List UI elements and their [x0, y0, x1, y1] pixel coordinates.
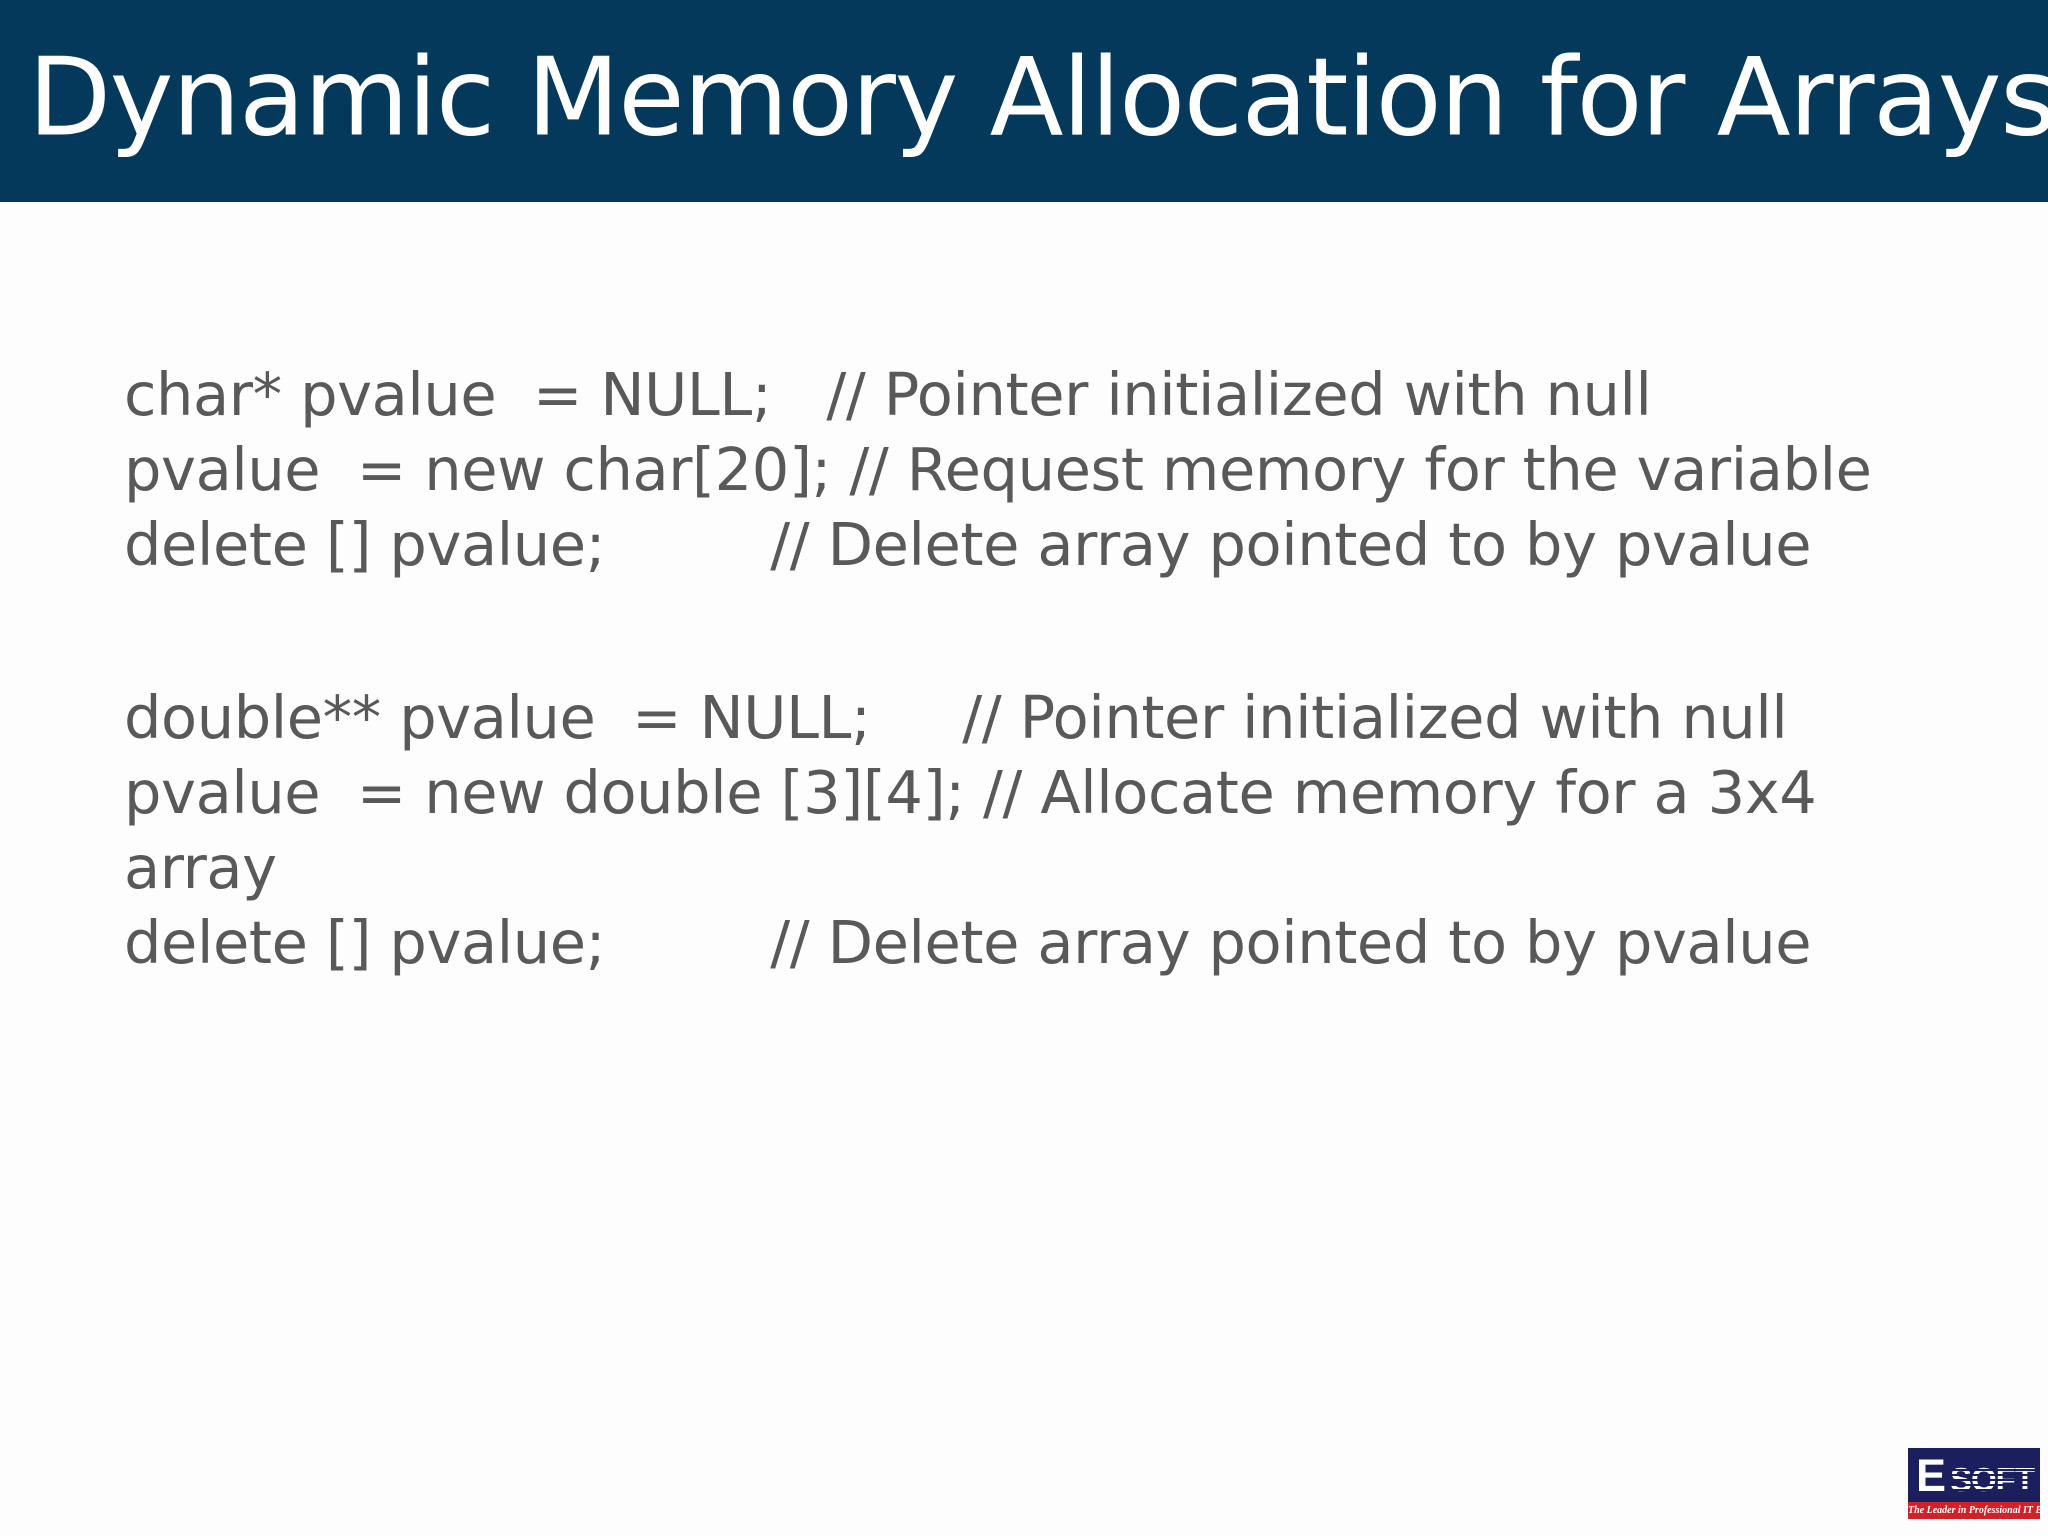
code-block-separator	[124, 583, 1984, 681]
logo-letter-e: E	[1916, 1450, 1946, 1501]
esoft-logo: E SOFT The Leader in Professional IT Edu…	[1908, 1448, 2040, 1520]
code-line-char-delete: delete [] pvalue; // Delete array pointe…	[124, 509, 1812, 579]
logo-tagline: The Leader in Professional IT Education	[1908, 1502, 2040, 1519]
code-line-double-new: pvalue = new double [3][4]; // Allocate …	[124, 757, 1835, 902]
code-block-double-array: double** pvalue = NULL; // Pointer initi…	[124, 681, 1984, 981]
code-block-char-array: char* pvalue = NULL; // Pointer initiali…	[124, 358, 1984, 583]
code-line-char-new: pvalue = new char[20]; // Request memory…	[124, 434, 1872, 504]
code-line-double-delete: delete [] pvalue; // Delete array pointe…	[124, 907, 1812, 977]
code-line-double-declare: double** pvalue = NULL; // Pointer initi…	[124, 682, 1788, 752]
page-title: Dynamic Memory Allocation for Arrays	[28, 35, 2048, 161]
logo-word-soft: SOFT	[1950, 1461, 2035, 1498]
slide-title-bar: Dynamic Memory Allocation for Arrays	[0, 0, 2048, 202]
slide-body: char* pvalue = NULL; // Pointer initiali…	[124, 358, 1984, 980]
code-line-char-declare: char* pvalue = NULL; // Pointer initiali…	[124, 360, 1652, 429]
